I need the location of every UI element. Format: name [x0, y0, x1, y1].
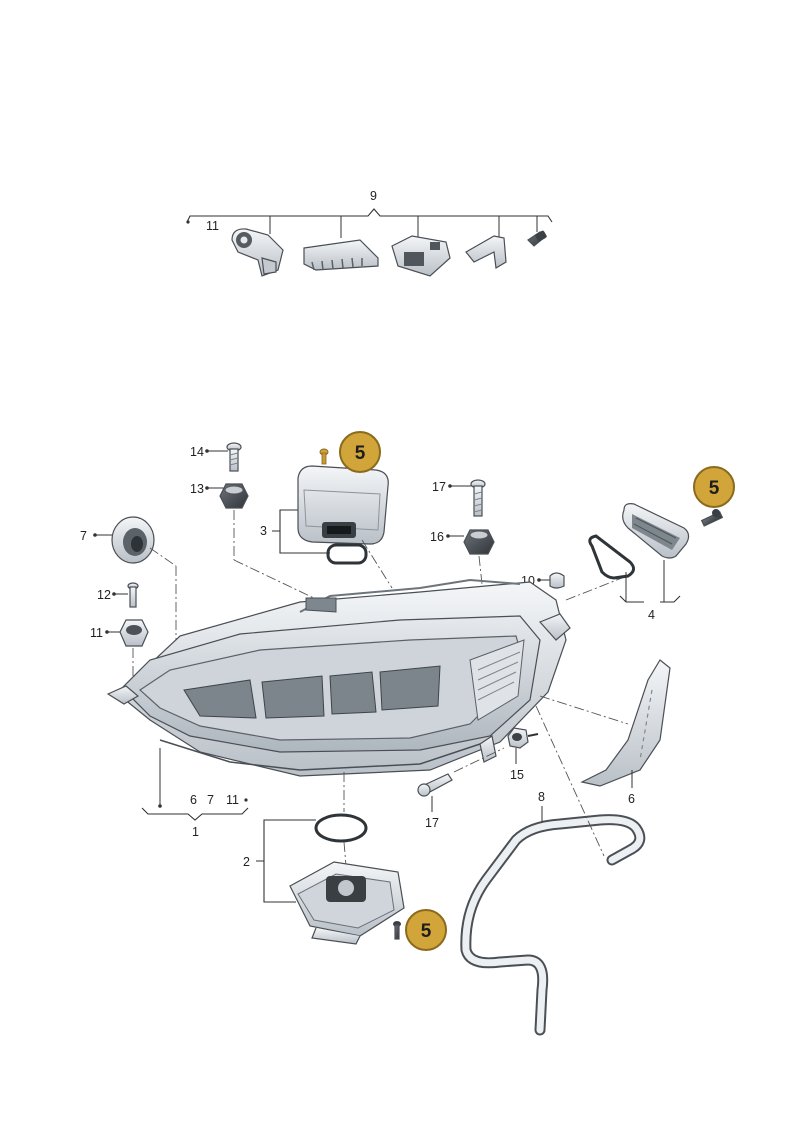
bracket-4 — [619, 595, 681, 603]
screw-5-bottom — [393, 921, 401, 940]
side-trim-6: 6 — [580, 659, 671, 806]
screw-4 — [700, 509, 724, 527]
dash-17 — [453, 747, 505, 773]
kit-clip-round — [231, 228, 284, 277]
callout-badge-bottom: 5 — [405, 909, 447, 951]
kit-bracket-angle — [465, 235, 507, 269]
label-2: 2 — [243, 855, 250, 869]
gasket-4 — [588, 534, 635, 580]
screw-12 — [127, 582, 139, 608]
bolt-14 — [226, 442, 242, 472]
led-module-group: 2 — [243, 772, 405, 945]
label-17-top: 17 — [432, 480, 446, 494]
module-4 — [622, 503, 690, 559]
gasket-3 — [326, 543, 368, 565]
kit-clip-block — [391, 235, 451, 277]
callout-badge-top: 5 — [339, 431, 381, 473]
label-13: 13 — [190, 482, 204, 496]
label-6-right: 6 — [628, 792, 635, 806]
label-17-bottom: 17 — [425, 816, 439, 830]
headlamp-group-labels: 6 7 11 1 — [141, 748, 249, 839]
badge-number: 5 — [421, 921, 432, 942]
nut-16 — [463, 529, 495, 555]
callout-badge-right: 5 — [693, 466, 735, 508]
label-11-group: 11 — [226, 793, 239, 807]
label-14: 14 — [190, 445, 204, 459]
left-parts: 14 13 7 12 — [80, 442, 319, 690]
repair-kit-group: 9 11 — [186, 189, 553, 277]
o-ring-2 — [314, 813, 368, 843]
nut-11 — [119, 619, 149, 647]
plug-10 — [549, 572, 565, 589]
led-module — [289, 861, 405, 945]
badge-number: 5 — [355, 443, 366, 464]
dash-7 — [149, 547, 177, 567]
bracket-3 — [272, 509, 288, 554]
badge-circle — [405, 909, 447, 951]
mount-parts-center: 17 16 10 — [430, 479, 633, 601]
nut-13 — [219, 483, 249, 509]
kit-bracket-long — [303, 239, 379, 271]
dash-13b — [233, 559, 319, 601]
bracket-1 — [141, 807, 249, 821]
badge-number: 5 — [709, 478, 720, 499]
kit-bar-dot — [186, 220, 190, 224]
kit-bracket-bar — [186, 208, 553, 223]
dash-2b — [343, 841, 347, 867]
headlamp-housing — [106, 578, 571, 777]
label-12: 12 — [97, 588, 111, 602]
nut-15: 15 — [507, 727, 539, 782]
label-11-top: 11 — [206, 219, 219, 233]
vent-hose-8: 8 — [460, 790, 646, 1036]
label-6-group: 6 — [190, 793, 197, 807]
label-4: 4 — [648, 608, 655, 622]
bracket-2 — [256, 819, 270, 903]
ring-7 — [111, 516, 155, 564]
dash-8 — [535, 705, 605, 857]
label-1: 1 — [192, 825, 199, 839]
right-module-group: 4 — [588, 503, 724, 622]
dash-3 — [361, 539, 393, 589]
dash-16 — [478, 555, 483, 585]
bolt-17-bottom: 17 — [417, 773, 453, 830]
label-3: 3 — [260, 524, 267, 538]
dash-6 — [539, 695, 629, 725]
badge-circle — [339, 431, 381, 473]
label-9: 9 — [370, 189, 377, 203]
label-15: 15 — [510, 768, 524, 782]
label-7-left: 7 — [80, 529, 87, 543]
screw-5-top — [319, 448, 329, 465]
bolt-17-top — [470, 479, 486, 517]
label-11-left: 11 — [90, 626, 103, 640]
control-unit-group: 3 — [260, 448, 393, 589]
label-8: 8 — [538, 790, 545, 804]
label-7-group: 7 — [207, 793, 214, 807]
badge-circle — [693, 466, 735, 508]
kit-screw — [527, 230, 548, 247]
control-unit — [297, 465, 389, 545]
label-16: 16 — [430, 530, 444, 544]
